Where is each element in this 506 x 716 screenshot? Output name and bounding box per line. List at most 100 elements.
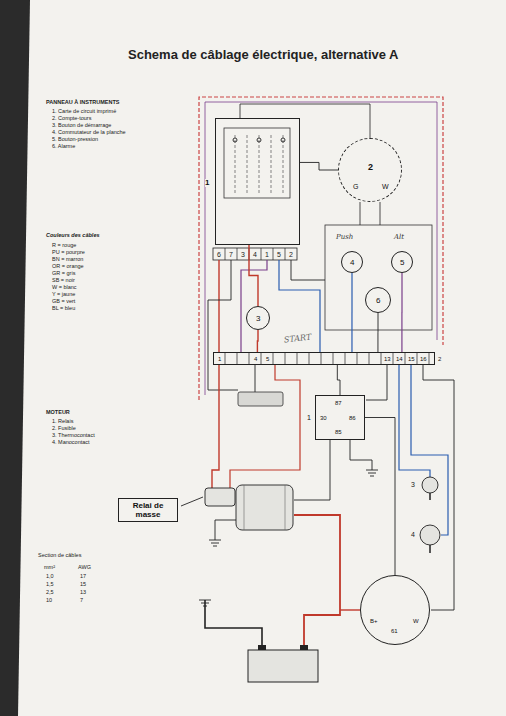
handwritten-note: Alt (394, 234, 404, 241)
table-cell: 2,5 (46, 590, 54, 596)
battery-cable (205, 600, 262, 650)
harness-wire (205, 102, 437, 395)
node-text: 14 (396, 356, 403, 362)
node-text: Relai de masse (119, 499, 177, 521)
node-text: 61 (391, 628, 398, 634)
circuit-pad (233, 138, 237, 142)
node-text: 13 (384, 356, 391, 362)
wire-connector (257, 330, 259, 352)
legend-item: 4. Manocontact (52, 440, 90, 446)
instrument-panel: 1 (215, 118, 300, 245)
legend-heading: PANNEAU À INSTRUMENTS (46, 100, 120, 106)
starter-motor (236, 485, 293, 530)
wire (212, 365, 219, 488)
starter-solenoid (205, 488, 235, 506)
circuit-board (224, 128, 290, 198)
alarm: 6 (365, 287, 391, 313)
connector-pin-number: 2 (289, 251, 293, 258)
node-text: 16 (420, 356, 427, 362)
connector-pin-number: 1 (265, 251, 269, 258)
cable-colour-item: R = rouge (52, 243, 76, 249)
callout-number: 3 (411, 481, 415, 488)
node-text: 1 (218, 356, 221, 362)
legend-item: 2. Compte-tours (52, 116, 91, 122)
wire-connector (351, 273, 352, 352)
node-text: 3 (256, 315, 260, 323)
relay-box: 873086851 (315, 395, 365, 440)
switch-panel-outline (325, 225, 432, 330)
manocontact (420, 525, 440, 545)
connector-pin-number: 7 (229, 251, 233, 258)
wire (360, 202, 380, 225)
connector-plug (238, 392, 283, 406)
terminal-strip: 14513141516 (213, 352, 435, 365)
ground-symbol (209, 540, 221, 546)
table-cell: mm² (44, 565, 55, 571)
node-text: 85 (335, 429, 342, 435)
wire (350, 440, 372, 470)
wire (366, 365, 387, 400)
circuit-pad (281, 138, 285, 142)
legend-heading: Couleurs des câbles (46, 233, 100, 239)
node-text: B+ (370, 618, 378, 624)
handwritten-note: START (284, 334, 312, 345)
handwritten-note: Push (336, 234, 353, 241)
connector-pin-number: 5 (277, 251, 281, 258)
node-text: W (413, 618, 419, 624)
wire (340, 609, 360, 610)
wire (218, 260, 219, 352)
cable-colour-item: BN = marron (52, 257, 83, 263)
table-cell: 15 (80, 582, 86, 588)
node-text: 86 (349, 415, 356, 421)
connector-pin-number: 6 (217, 251, 221, 258)
leader-line (181, 497, 203, 506)
node-text: 5 (400, 259, 404, 267)
push-button: 5 (391, 251, 413, 273)
table-cell: AWG (78, 565, 91, 571)
node-text: 4 (254, 356, 257, 362)
circuit-traces (235, 135, 283, 195)
panel-connector (213, 248, 297, 260)
cable-colour-item: Y = jaune (52, 292, 75, 298)
legend-item: 1. Relais (52, 419, 73, 425)
wire (215, 520, 236, 540)
node-text: 6 (376, 297, 380, 305)
wire (240, 104, 370, 138)
node-text: 1 (205, 179, 209, 187)
cable-colour-item: GB = vert (52, 299, 75, 305)
sensor-stem (429, 493, 431, 500)
node-text: G (353, 183, 358, 190)
strip-dividers (225, 352, 429, 365)
callout-box: Relai de masse (118, 498, 178, 522)
table-cell: 10 (46, 598, 52, 604)
wire (208, 260, 238, 390)
wire (255, 365, 256, 392)
wire-connector (365, 418, 395, 576)
legend-item: 2. Fusible (52, 426, 76, 432)
battery-terminal (300, 645, 308, 650)
cable-colour-item: PU = pourpre (52, 250, 85, 256)
ground-symbol (366, 470, 378, 476)
battery-cable (294, 515, 340, 650)
legend-item: 3. Thermocontact (52, 433, 95, 439)
table-cell: 1,5 (46, 582, 54, 588)
wire-connector (377, 313, 378, 352)
wire (279, 260, 320, 352)
start-switch: 3 (246, 306, 270, 330)
legend-heading: MOTEUR (46, 410, 70, 416)
wire (411, 365, 448, 535)
wire-connector (337, 365, 340, 395)
cable-colour-item: OR = orange (52, 264, 84, 270)
alternator: B+ 61 W (360, 575, 430, 645)
wire (294, 440, 330, 500)
harness-border (199, 97, 443, 400)
wire (423, 365, 454, 610)
wire (230, 365, 300, 488)
table-cell: 13 (80, 590, 86, 596)
node-text: 4 (350, 259, 354, 267)
sensor-stem (429, 545, 431, 553)
table-cell: 1,0 (46, 574, 54, 580)
legend-item: 5. Bouton-pression (52, 137, 98, 143)
